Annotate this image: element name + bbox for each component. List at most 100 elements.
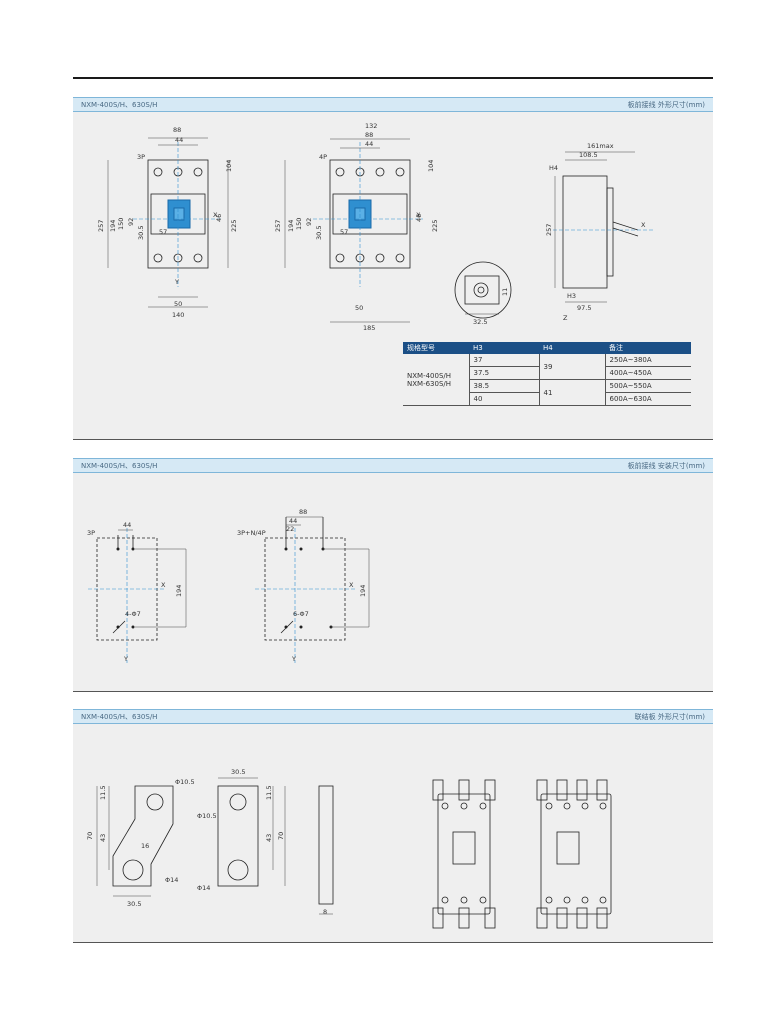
dim-30-5: 30.5 (137, 226, 145, 240)
breaker-4p-front (284, 138, 423, 323)
note-cell: 500A~550A (605, 379, 691, 393)
dim-132: 132 (365, 122, 377, 130)
holes-4: 4-Φ7 (125, 610, 141, 618)
dim-50-4p: 50 (355, 304, 363, 312)
mounting-drawing: 3P 44 194 4-Φ7 X Y 3P+N/4P 88 44 22 194 … (87, 508, 370, 663)
dim-44-mount: 44 (123, 521, 131, 529)
mount-3p (88, 528, 187, 663)
h4-cell: 41 (539, 379, 606, 406)
dim-phi-14-b: Φ14 (197, 884, 210, 892)
dim-11-5: 11.5 (99, 786, 107, 800)
axis-x-label-side: X (641, 221, 646, 229)
axis-y-label: Y (174, 278, 179, 286)
dim-194-4p: 194 (287, 220, 295, 232)
section-header: NXM-400S/H、630S/H 联结板 外形尺寸(mm) (73, 709, 713, 724)
dim-225: 225 (230, 220, 238, 232)
table-header-row: 规格型号 H3 H4 备注 (403, 342, 691, 354)
dim-44: 44 (175, 136, 183, 144)
spec-table: 规格型号 H3 H4 备注 NXM-400S/H NXM-630S/H 37 3… (403, 342, 691, 406)
note-cell: 400A~450A (605, 366, 691, 380)
mount-4p (255, 516, 370, 663)
h3-cell: 38.5 (469, 379, 540, 393)
dim-43: 43 (99, 834, 107, 842)
model-cell: NXM-400S/H NXM-630S/H (403, 354, 470, 406)
dim-57-4p: 57 (340, 228, 348, 236)
dim-88-4p: 88 (365, 131, 373, 139)
note-cell: 600A~630A (605, 392, 691, 406)
dim-22: 22 (286, 525, 294, 533)
h3-cell: 40 (469, 392, 540, 406)
axis-y-mount: Y (123, 655, 128, 663)
dim-50: 50 (174, 300, 182, 308)
dim-70: 70 (86, 832, 94, 840)
section-header: NXM-400S/H、630S/H 板前接线 外形尺寸(mm) (73, 97, 713, 112)
dim-140: 140 (172, 311, 184, 319)
dim-92-4p: 92 (305, 218, 313, 226)
dim-phi-10-5: Φ10.5 (175, 778, 195, 786)
dim-44-mount-b: 44 (289, 517, 297, 525)
dim-194-mount-b: 194 (359, 585, 367, 597)
h4-cell: 39 (539, 354, 606, 380)
dim-161max: 161max (587, 142, 614, 150)
dim-257-side: 257 (545, 224, 553, 236)
model-name: NXM-400S/H (407, 371, 452, 380)
breaker-3p-front (107, 137, 229, 308)
dim-194: 194 (109, 220, 117, 232)
dim-257-4p: 257 (274, 220, 282, 232)
outline-drawing: 3P 88 44 104 257 194 150 92 30.5 225 46 … (97, 122, 653, 332)
dim-225-4p: 225 (431, 220, 439, 232)
table-header: 备注 (605, 342, 691, 354)
breaker-3p-with-plates (432, 779, 496, 929)
plate-thickness (318, 785, 334, 915)
dim-phi-10-5-b: Φ10.5 (197, 812, 217, 820)
dim-11: 11 (501, 288, 509, 296)
dim-104-4p: 104 (427, 160, 435, 172)
model-name: NXM-630S/H (407, 379, 452, 388)
dim-150: 150 (117, 218, 125, 230)
table-row: 37.5 400A~450A (403, 366, 691, 380)
dim-h3: H3 (567, 292, 576, 300)
terminal-detail (454, 261, 512, 319)
axis-y-mount-b: Y (291, 655, 296, 663)
dim-97-5: 97.5 (577, 304, 591, 312)
top-rule (73, 77, 713, 79)
dim-16: 16 (141, 842, 149, 850)
dim-8: 8 (323, 908, 327, 916)
dim-32-5: 32.5 (473, 318, 487, 326)
plate-offset (96, 785, 174, 897)
pole-label-4p: 4P (319, 153, 327, 161)
dim-108-5: 108.5 (579, 151, 598, 159)
pole-label-3p-mount: 3P (87, 529, 95, 537)
dim-70-b: 70 (277, 832, 285, 840)
axis-x-mount: X (161, 581, 166, 589)
table-row: NXM-400S/H NXM-630S/H 37 39 250A~380A (403, 354, 691, 406)
pole-label-3p: 3P (137, 153, 145, 161)
dim-194-mount: 194 (175, 585, 183, 597)
breaker-4p-with-plates (536, 779, 612, 929)
dim-257: 257 (97, 220, 105, 232)
section-title: 板前接线 安装尺寸(mm) (627, 461, 705, 470)
dim-185: 185 (363, 324, 375, 332)
dim-46-4p: 46 (415, 214, 423, 222)
dim-30-5: 30.5 (127, 900, 141, 908)
dim-phi-14: Φ14 (165, 876, 178, 884)
dim-30-5-b: 30.5 (231, 768, 245, 776)
dim-104: 104 (225, 160, 233, 172)
dim-h4: H4 (549, 164, 558, 172)
dim-43-b: 43 (265, 834, 273, 842)
axis-z-label: Z (563, 314, 568, 322)
section-model: NXM-400S/H、630S/H (81, 100, 158, 109)
dim-44-4p: 44 (365, 140, 373, 148)
dim-92: 92 (127, 218, 135, 226)
table-header: 规格型号 (403, 342, 469, 354)
section-title: 联结板 外形尺寸(mm) (634, 712, 705, 721)
section-title: 板前接线 外形尺寸(mm) (627, 100, 705, 109)
plate-straight (217, 777, 286, 887)
table-header: H4 (539, 342, 605, 354)
dim-30-5-4p: 30.5 (315, 226, 323, 240)
axis-x-mount-b: X (349, 581, 354, 589)
axis-x-label-4p: X (416, 211, 421, 219)
section-outline: NXM-400S/H、630S/H 板前接线 外形尺寸(mm) 3P 88 44… (73, 97, 713, 440)
table-header: H3 (469, 342, 539, 354)
plates-drawing: 70 43 11.5 Φ10.5 16 Φ14 30.5 30.5 11.5 Φ… (86, 768, 612, 929)
